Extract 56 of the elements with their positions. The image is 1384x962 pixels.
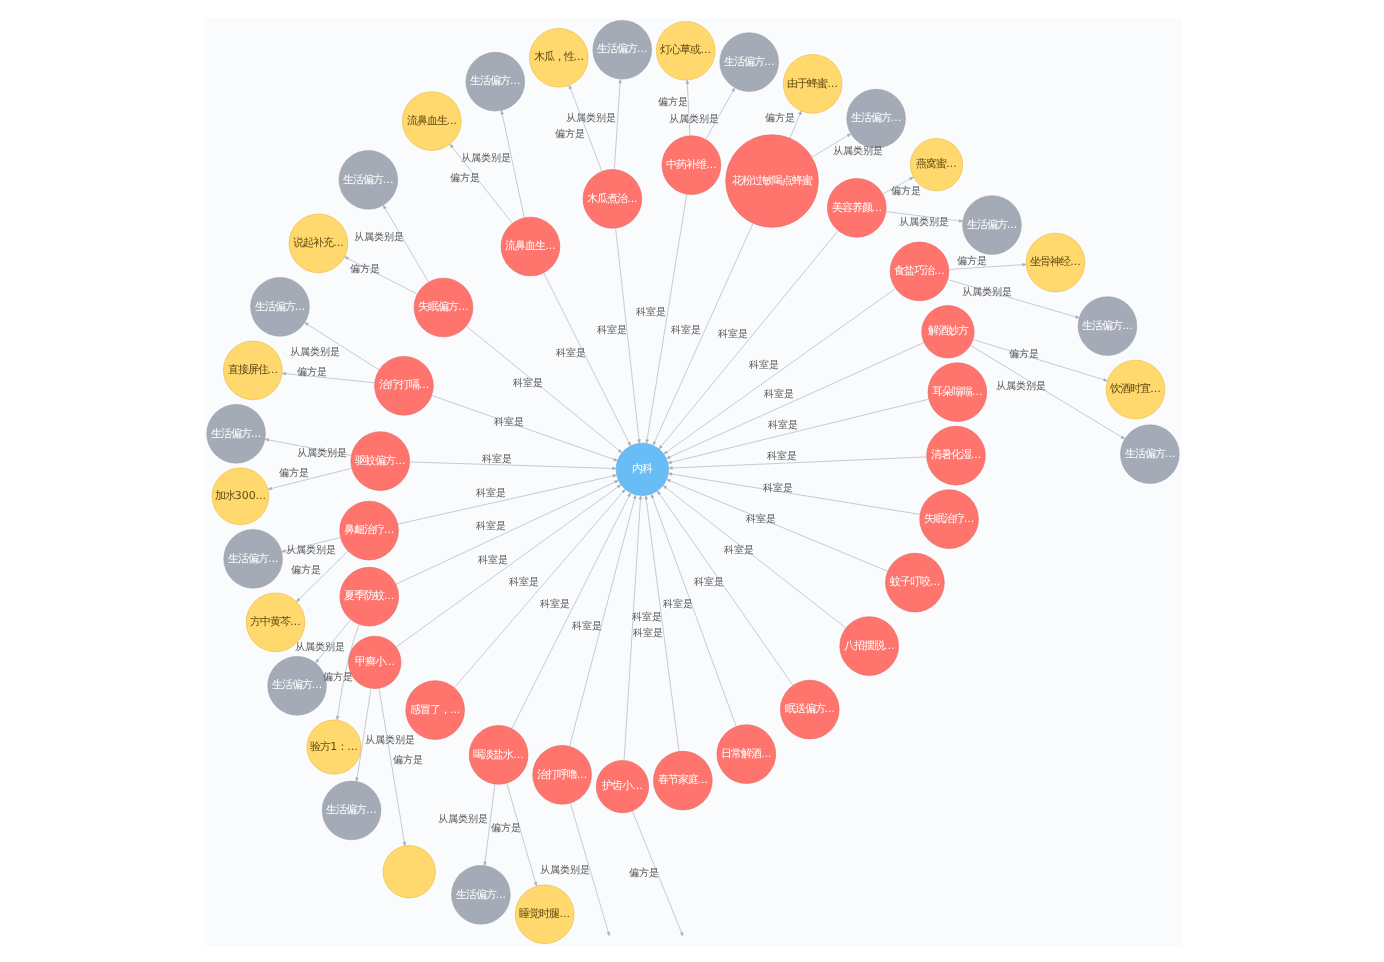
arrow (684, 78, 690, 135)
arrow (661, 484, 846, 628)
arrow (464, 324, 622, 452)
arrow (969, 344, 1125, 439)
arrow (613, 77, 621, 169)
arrow (396, 473, 616, 524)
arrow (377, 686, 405, 846)
arrow (510, 491, 630, 728)
arrow (568, 493, 636, 746)
arrow (651, 221, 753, 445)
arrow (452, 487, 625, 688)
arrow (947, 262, 1026, 269)
arrow (542, 271, 630, 446)
arrow (881, 175, 913, 194)
arrow (567, 83, 602, 171)
arrow (499, 109, 524, 218)
arrow (666, 397, 929, 463)
arrow (354, 687, 371, 781)
arrow (448, 142, 512, 223)
arrow (656, 489, 793, 685)
arrow (614, 226, 640, 443)
arrow (788, 109, 801, 138)
arrow (622, 494, 642, 760)
arrow (394, 483, 621, 647)
arrow (657, 229, 838, 449)
arrow (343, 255, 417, 294)
arrow (971, 338, 1107, 381)
arrow (666, 471, 920, 514)
arrow (650, 492, 736, 726)
arrow (631, 809, 683, 936)
arrow (667, 455, 926, 469)
arrow (280, 536, 340, 552)
arrow (303, 321, 379, 370)
arrow (295, 549, 348, 602)
arrow (394, 479, 618, 584)
arrow (644, 193, 686, 443)
arrow (810, 132, 851, 157)
arrow (280, 371, 374, 383)
node-circle (381, 844, 435, 898)
arrow (263, 437, 351, 455)
arrow (335, 622, 359, 720)
arrow (569, 801, 609, 936)
arrow (381, 203, 428, 282)
arrow (704, 86, 735, 139)
arrow (665, 478, 888, 571)
arrow (314, 618, 350, 663)
arrow (643, 494, 679, 751)
arrow (662, 287, 895, 454)
arrow (884, 210, 963, 222)
arrow (505, 781, 537, 886)
arrow (665, 341, 924, 458)
arrow (266, 466, 352, 489)
arrow (408, 460, 616, 469)
arrow (430, 394, 617, 460)
arrow (482, 782, 495, 865)
arrow (946, 278, 1079, 318)
